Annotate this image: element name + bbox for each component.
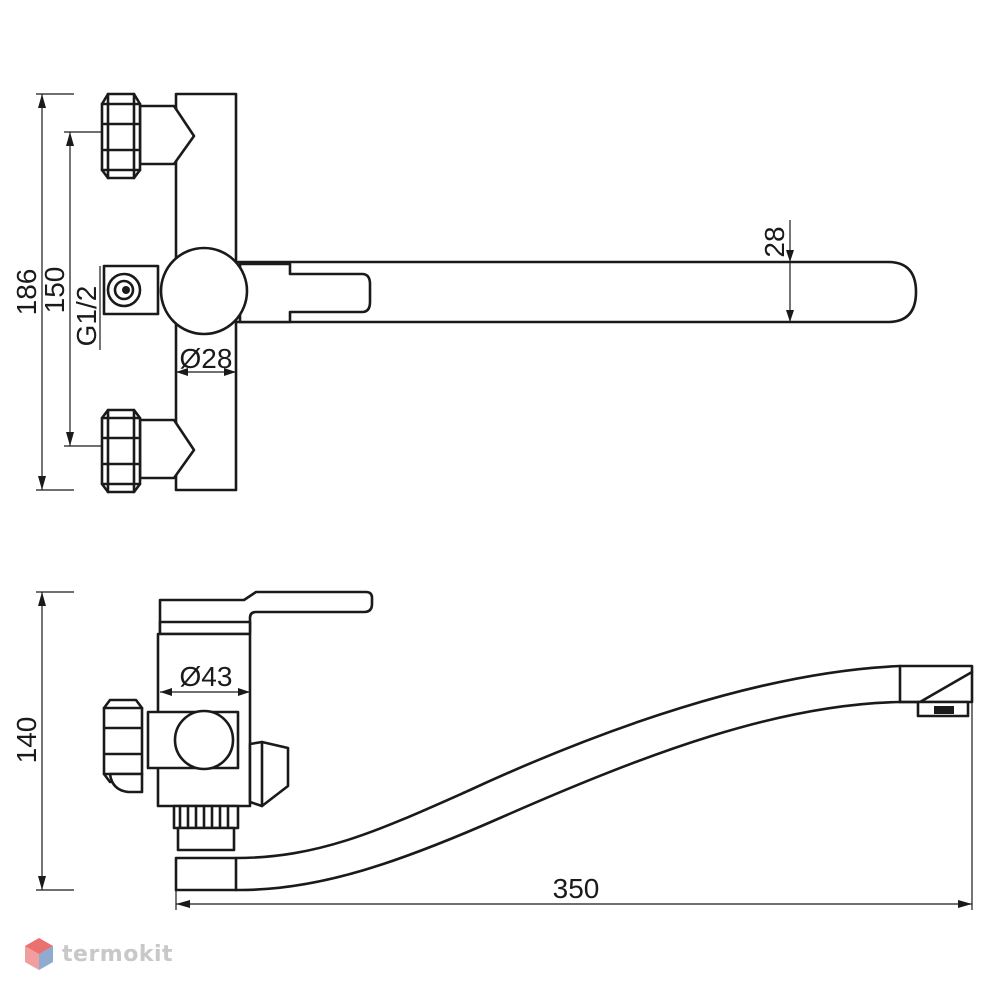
dim-cartridge-diameter: Ø43: [160, 661, 250, 696]
cartridge-disc: [159, 246, 249, 336]
left-connector: [102, 698, 144, 794]
hexagon-logo-icon: [25, 938, 53, 970]
lever-top: [238, 262, 372, 324]
dim-cartridge-diameter-label: Ø43: [180, 661, 233, 692]
dim-140: 140: [11, 591, 74, 891]
dim-140-label: 140: [11, 717, 42, 764]
dim-spout-thickness: 28: [759, 220, 794, 322]
spout-side: [174, 664, 974, 892]
dim-thread: G1/2: [71, 266, 102, 350]
brand-name: termokit: [62, 941, 174, 967]
dim-186: 186: [11, 93, 74, 491]
lever-collar: [158, 620, 252, 636]
dim-body-diameter: Ø28: [176, 343, 236, 376]
spout-top: [234, 260, 918, 324]
dim-186-label: 186: [11, 269, 42, 316]
lower-connector: [100, 408, 196, 494]
diverter-knob: [173, 709, 235, 771]
dim-350: 350: [175, 702, 973, 910]
dim-thread-label: G1/2: [71, 286, 102, 347]
top-view: 186 150 G1/2 Ø28 28: [11, 92, 918, 494]
brand-watermark: termokit: [24, 934, 173, 974]
dim-150-label: 150: [39, 267, 70, 314]
side-view: Ø43 140 350: [11, 590, 974, 910]
upper-connector: [100, 92, 196, 180]
threaded-neck: [172, 804, 240, 852]
dim-350-label: 350: [553, 873, 600, 904]
side-outlet: [102, 264, 160, 316]
dim-spout-thickness-label: 28: [759, 226, 790, 257]
dim-150: 150: [39, 131, 102, 447]
right-connector: [248, 740, 290, 808]
dim-body-diameter-label: Ø28: [180, 343, 233, 374]
